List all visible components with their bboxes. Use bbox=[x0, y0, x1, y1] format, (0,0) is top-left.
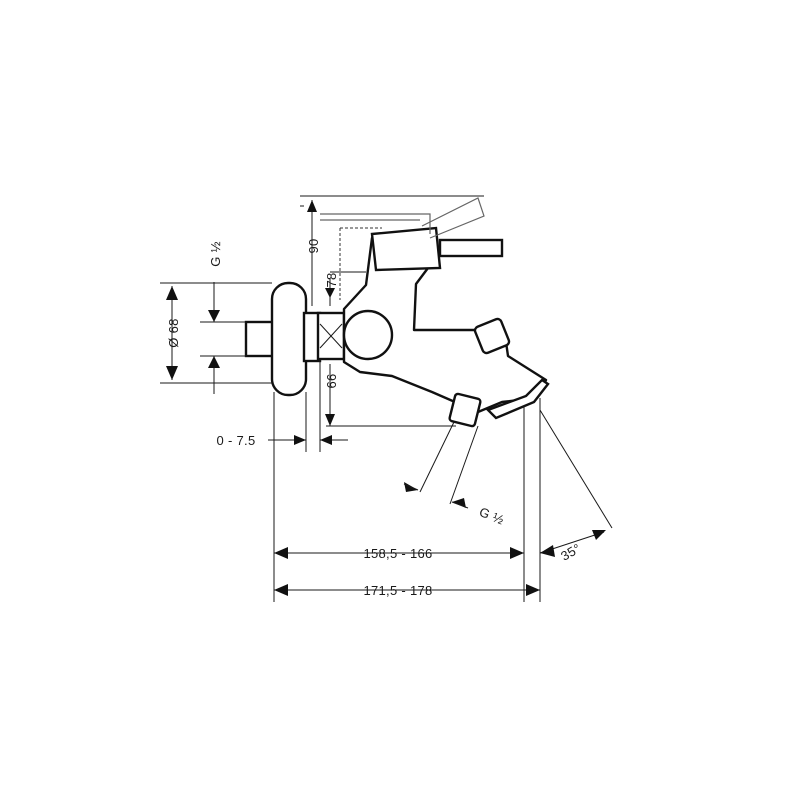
dim-label-158-166: 158,5 - 166 bbox=[363, 546, 432, 561]
dim-label-78: 78 bbox=[324, 272, 339, 287]
dim-label-offset: 0 - 7.5 bbox=[217, 433, 256, 448]
dim-label-66: 66 bbox=[324, 373, 339, 388]
faucet-outline bbox=[244, 226, 550, 428]
extension-lines bbox=[160, 195, 613, 602]
dim-label-diameter-68: Ø 68 bbox=[166, 318, 181, 347]
dim-label-171-178: 171,5 - 178 bbox=[363, 583, 432, 598]
dim-label-outlet-thread: G ½ bbox=[477, 504, 506, 527]
dim-label-90: 90 bbox=[306, 238, 321, 253]
dim-label-angle-35: 35° bbox=[558, 540, 583, 563]
handle-open-position bbox=[320, 197, 485, 300]
dim-label-wall-thread: G ½ bbox=[208, 241, 223, 266]
dimension-lines bbox=[166, 200, 606, 596]
